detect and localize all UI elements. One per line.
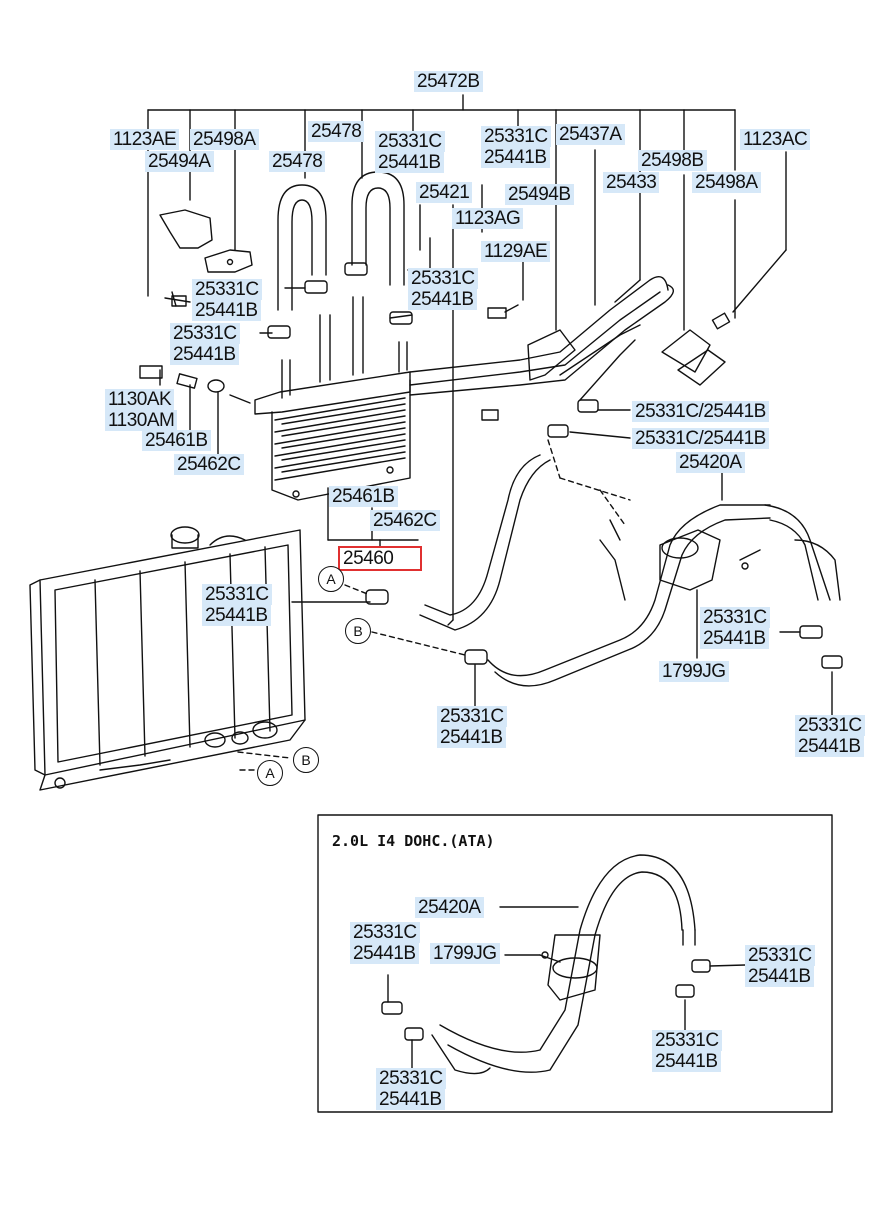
radiator	[29, 526, 306, 791]
label-1123ac[interactable]: 1123AC	[740, 129, 811, 150]
leaders-misc	[159, 287, 833, 716]
hose-25478-right	[351, 171, 405, 286]
label-25331c-mid2[interactable]: 25331C	[192, 279, 262, 300]
label-25331c-top2[interactable]: 25331C	[481, 126, 551, 147]
bolt-group	[139, 291, 731, 421]
callout-b-lower: B	[293, 747, 319, 773]
label-25494b[interactable]: 25494B	[505, 184, 574, 205]
label-1799jg-main[interactable]: 1799JG	[659, 661, 729, 682]
label-25478-lower[interactable]: 25478	[269, 151, 326, 172]
label-25437a[interactable]: 25437A	[556, 124, 625, 145]
label-25331c-mid1[interactable]: 25331C	[408, 268, 478, 289]
label-25498a-right[interactable]: 25498A	[692, 172, 761, 193]
label-25498b[interactable]: 25498B	[638, 150, 707, 171]
label-25331c-right2[interactable]: 25331C	[795, 715, 865, 736]
label-25331c-radiator[interactable]: 25331C	[202, 584, 272, 605]
callout-a-lower: A	[257, 760, 283, 786]
label-1129ae[interactable]: 1129AE	[481, 241, 551, 262]
label-25331c-inset4[interactable]: 25331C	[376, 1068, 446, 1089]
label-25462c-cooler[interactable]: 25462C	[370, 510, 440, 531]
label-25494a[interactable]: 25494A	[145, 151, 214, 172]
label-25331c-inset2[interactable]: 25331C	[745, 945, 815, 966]
label-25331c-inset3[interactable]: 25331C	[652, 1030, 722, 1051]
label-1123ag[interactable]: 1123AG	[452, 208, 524, 229]
label-25441b-mid2[interactable]: 25441B	[192, 300, 261, 321]
label-25441b-bottom[interactable]: 25441B	[437, 727, 506, 748]
label-1799jg-inset[interactable]: 1799JG	[430, 943, 500, 964]
hose-25420a	[419, 454, 841, 687]
callout-a-upper: A	[318, 566, 344, 592]
inset-leaders	[387, 906, 746, 1069]
label-25461b-left[interactable]: 25461B	[142, 430, 211, 451]
label-25472b[interactable]: 25472B	[414, 71, 483, 92]
label-1130am[interactable]: 1130AM	[105, 410, 178, 431]
bracket-25498	[661, 329, 726, 386]
label-25441b-radiator[interactable]: 25441B	[202, 605, 271, 626]
oil-cooler	[254, 296, 419, 549]
label-1123ae[interactable]: 1123AE	[110, 129, 180, 150]
callout-b-upper: B	[345, 618, 371, 644]
label-25420a-inset[interactable]: 25420A	[415, 897, 484, 918]
inset-hose	[381, 854, 711, 1075]
label-25441b-mid1[interactable]: 25441B	[408, 289, 477, 310]
label-25441b-inset4[interactable]: 25441B	[376, 1089, 445, 1110]
label-1130ak[interactable]: 1130AK	[105, 389, 175, 410]
inset-frame	[317, 814, 833, 1113]
label-25441b-right2[interactable]: 25441B	[795, 736, 864, 757]
label-25331c-top1[interactable]: 25331C	[375, 131, 445, 152]
label-25331c-25441b-1[interactable]: 25331C/25441B	[632, 401, 769, 422]
label-25461b-cooler[interactable]: 25461B	[329, 486, 398, 507]
clamp-group	[267, 262, 843, 669]
label-25331c-right1[interactable]: 25331C	[700, 607, 770, 628]
dashed-connectors	[237, 439, 631, 771]
cooler-lines	[409, 276, 674, 401]
bracket-25494a	[159, 209, 253, 273]
leader-25472b	[147, 94, 787, 621]
label-25331c-bottom[interactable]: 25331C	[437, 706, 507, 727]
label-25441b-top1[interactable]: 25441B	[375, 152, 444, 173]
label-25498a-left[interactable]: 25498A	[190, 129, 259, 150]
label-25441b-mid3[interactable]: 25441B	[170, 344, 239, 365]
label-25478-upper[interactable]: 25478	[308, 121, 365, 142]
label-25441b-inset1[interactable]: 25441B	[350, 943, 419, 964]
label-25441b-top2[interactable]: 25441B	[481, 147, 550, 168]
label-25421[interactable]: 25421	[416, 182, 473, 203]
hose-25478-left	[277, 184, 327, 311]
label-25462c-left[interactable]: 25462C	[174, 454, 244, 475]
label-25331c-mid3[interactable]: 25331C	[170, 323, 240, 344]
label-25441b-inset2[interactable]: 25441B	[745, 966, 814, 987]
inset-title: 2.0L I4 DOHC.(ATA)	[332, 832, 495, 850]
label-25460-selected[interactable]: 25460	[338, 546, 422, 571]
label-25420a-main[interactable]: 25420A	[676, 452, 745, 473]
label-25331c-inset1[interactable]: 25331C	[350, 922, 420, 943]
label-25441b-right1[interactable]: 25441B	[700, 628, 769, 649]
label-25441b-inset3[interactable]: 25441B	[652, 1051, 721, 1072]
label-25433[interactable]: 25433	[603, 172, 660, 193]
label-25331c-25441b-2[interactable]: 25331C/25441B	[632, 428, 769, 449]
